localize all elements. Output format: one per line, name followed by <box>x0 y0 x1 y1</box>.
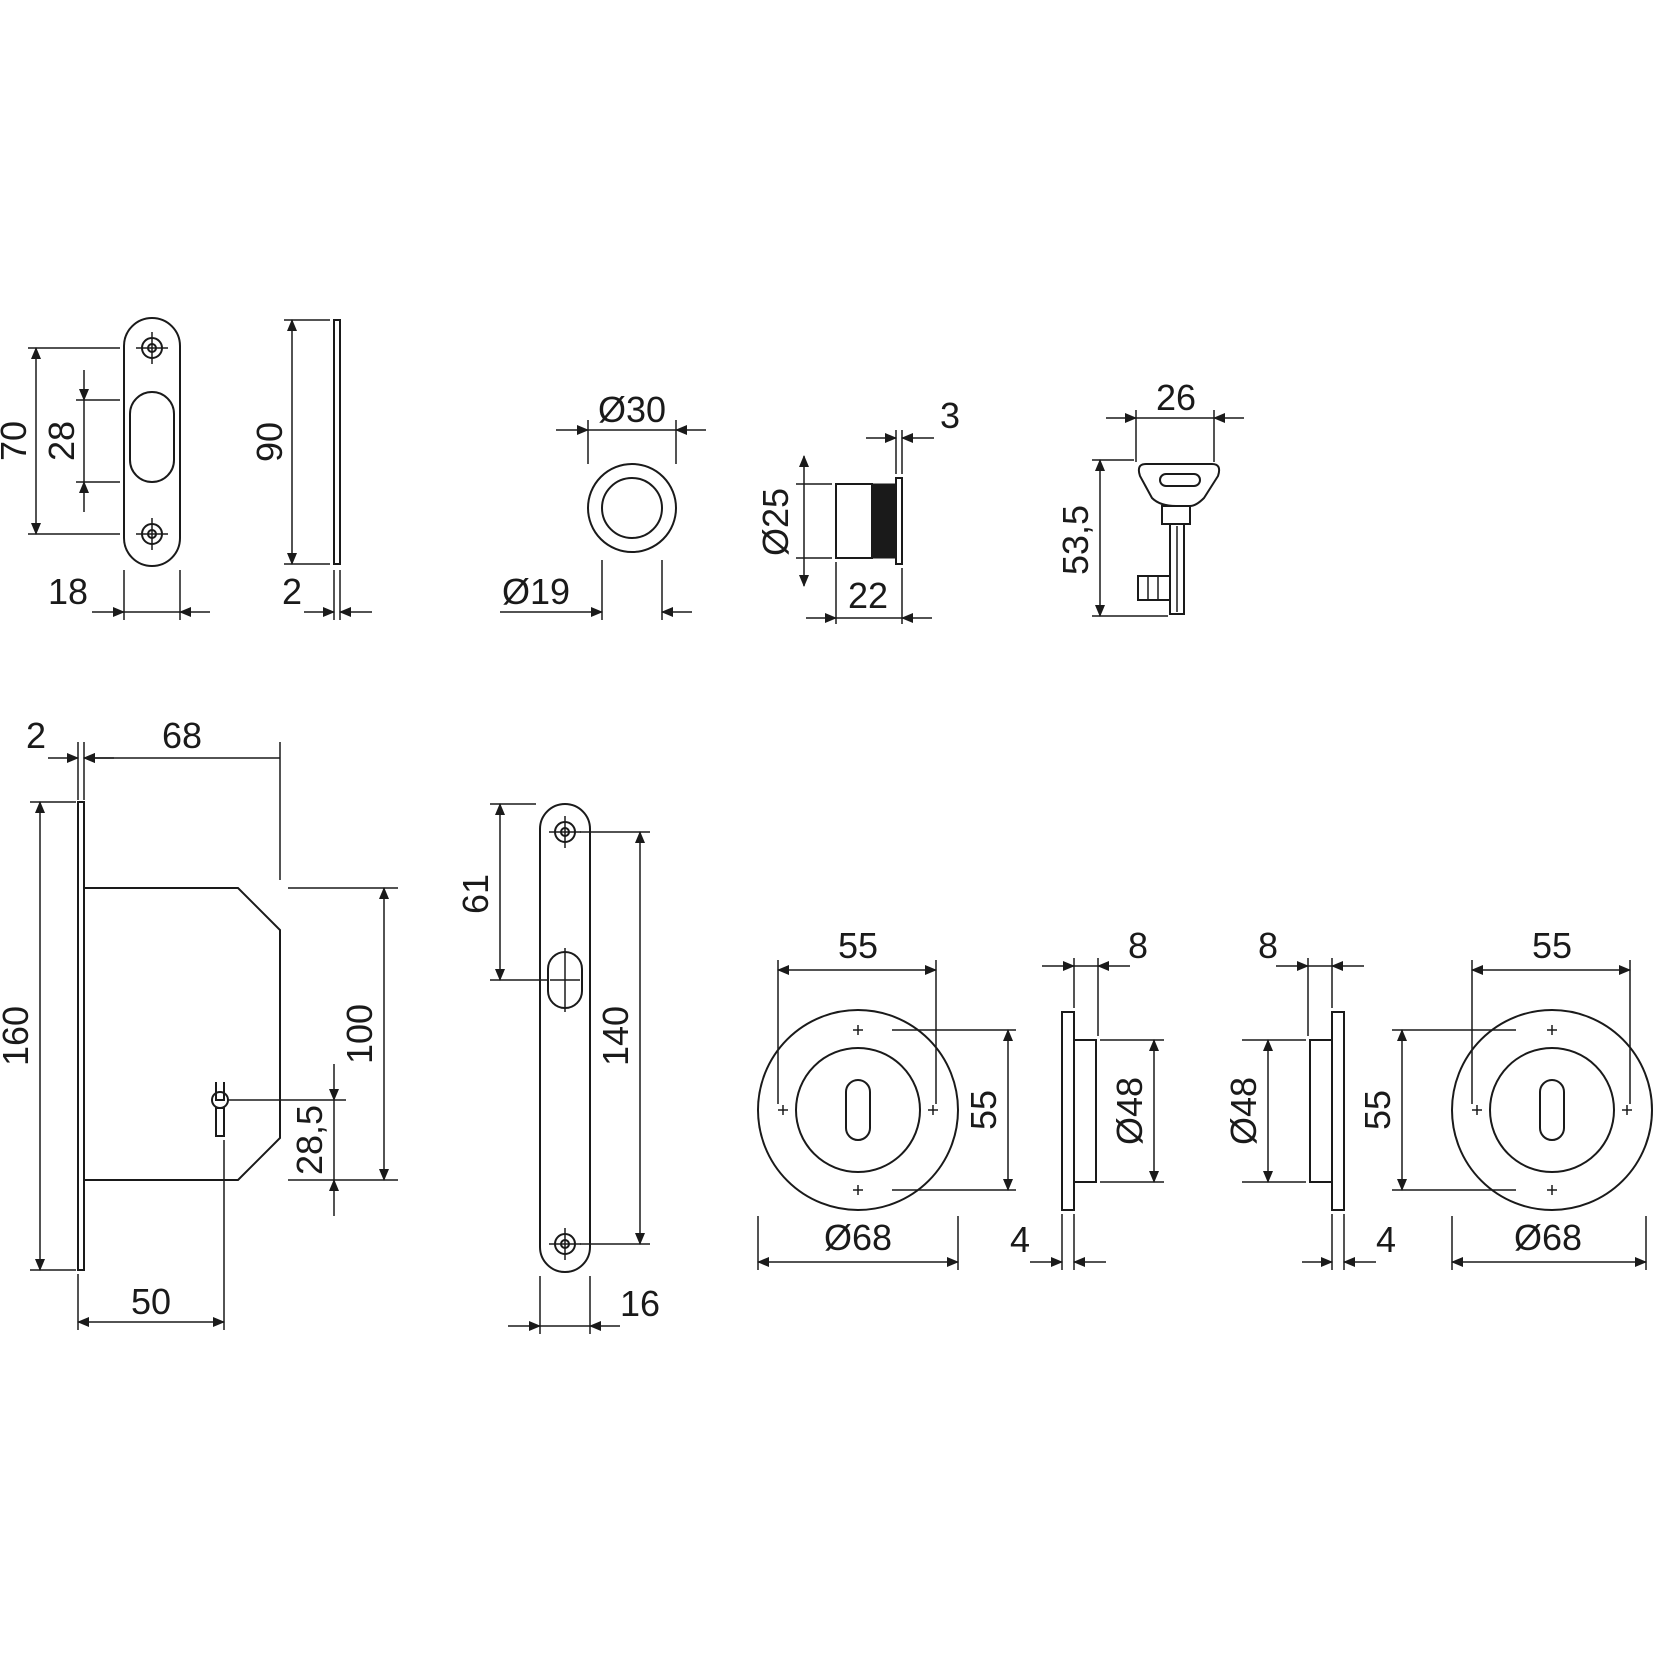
lock-faceplate-label: 2 <box>26 715 46 756</box>
lock-backset-label: 50 <box>131 1281 171 1322</box>
esc-side-right-plate-label: 4 <box>1376 1219 1396 1260</box>
esc-right-dia-label: Ø68 <box>1514 1217 1582 1258</box>
esc-right-spacing-v-label: 55 <box>1357 1090 1398 1130</box>
esc-left-dia-label: Ø68 <box>824 1217 892 1258</box>
key <box>1092 410 1244 617</box>
strike-plate-side <box>284 319 372 620</box>
faceplate-width-label: 16 <box>620 1283 660 1324</box>
cylinder-button <box>796 430 934 624</box>
lock-depth-label: 68 <box>162 715 202 756</box>
esc-side-left-inner-dia-label: Ø48 <box>1109 1077 1150 1145</box>
esc-side-left-plate-label: 4 <box>1010 1219 1030 1260</box>
button-length-label: 22 <box>848 575 888 616</box>
lock-key-offset-label: 28,5 <box>289 1105 330 1175</box>
key-width-label: 26 <box>1156 377 1196 418</box>
esc-left-spacing-h-label: 55 <box>838 925 878 966</box>
pull-inner-dia-label: Ø19 <box>502 571 570 612</box>
escutcheon-side-left <box>1030 958 1164 1270</box>
button-dia-label: Ø25 <box>755 488 796 556</box>
esc-side-right-inner-dia-label: Ø48 <box>1223 1077 1264 1145</box>
key-length-label: 53,5 <box>1055 505 1096 575</box>
button-flange-label: 3 <box>940 395 960 436</box>
lock-case-height-label: 100 <box>339 1004 380 1064</box>
strike-plate-front <box>123 317 181 567</box>
esc-side-right-depth-label: 8 <box>1258 925 1278 966</box>
strike-plate-dimensions <box>28 347 210 620</box>
esc-left-spacing-v-label: 55 <box>963 1090 1004 1130</box>
faceplate-slot-label: 61 <box>455 874 496 914</box>
strike-width-label: 18 <box>48 571 88 612</box>
escutcheon-left <box>757 960 1016 1270</box>
pull-outer-dia-label: Ø30 <box>598 389 666 430</box>
faceplate-screw-spacing-label: 140 <box>595 1006 636 1066</box>
faceplate <box>490 803 650 1334</box>
escutcheon-right <box>1392 960 1653 1270</box>
flush-pull-ring <box>500 420 706 620</box>
escutcheon-side-right <box>1242 958 1376 1270</box>
strike-side-height-label: 90 <box>249 422 290 462</box>
strike-height-label: 70 <box>0 421 34 461</box>
strike-thickness-label: 2 <box>282 571 302 612</box>
esc-side-left-depth-label: 8 <box>1128 925 1148 966</box>
lock-body <box>30 742 398 1330</box>
esc-right-spacing-h-label: 55 <box>1532 925 1572 966</box>
strike-slot-label: 28 <box>41 421 82 461</box>
lock-height-label: 160 <box>0 1006 36 1066</box>
